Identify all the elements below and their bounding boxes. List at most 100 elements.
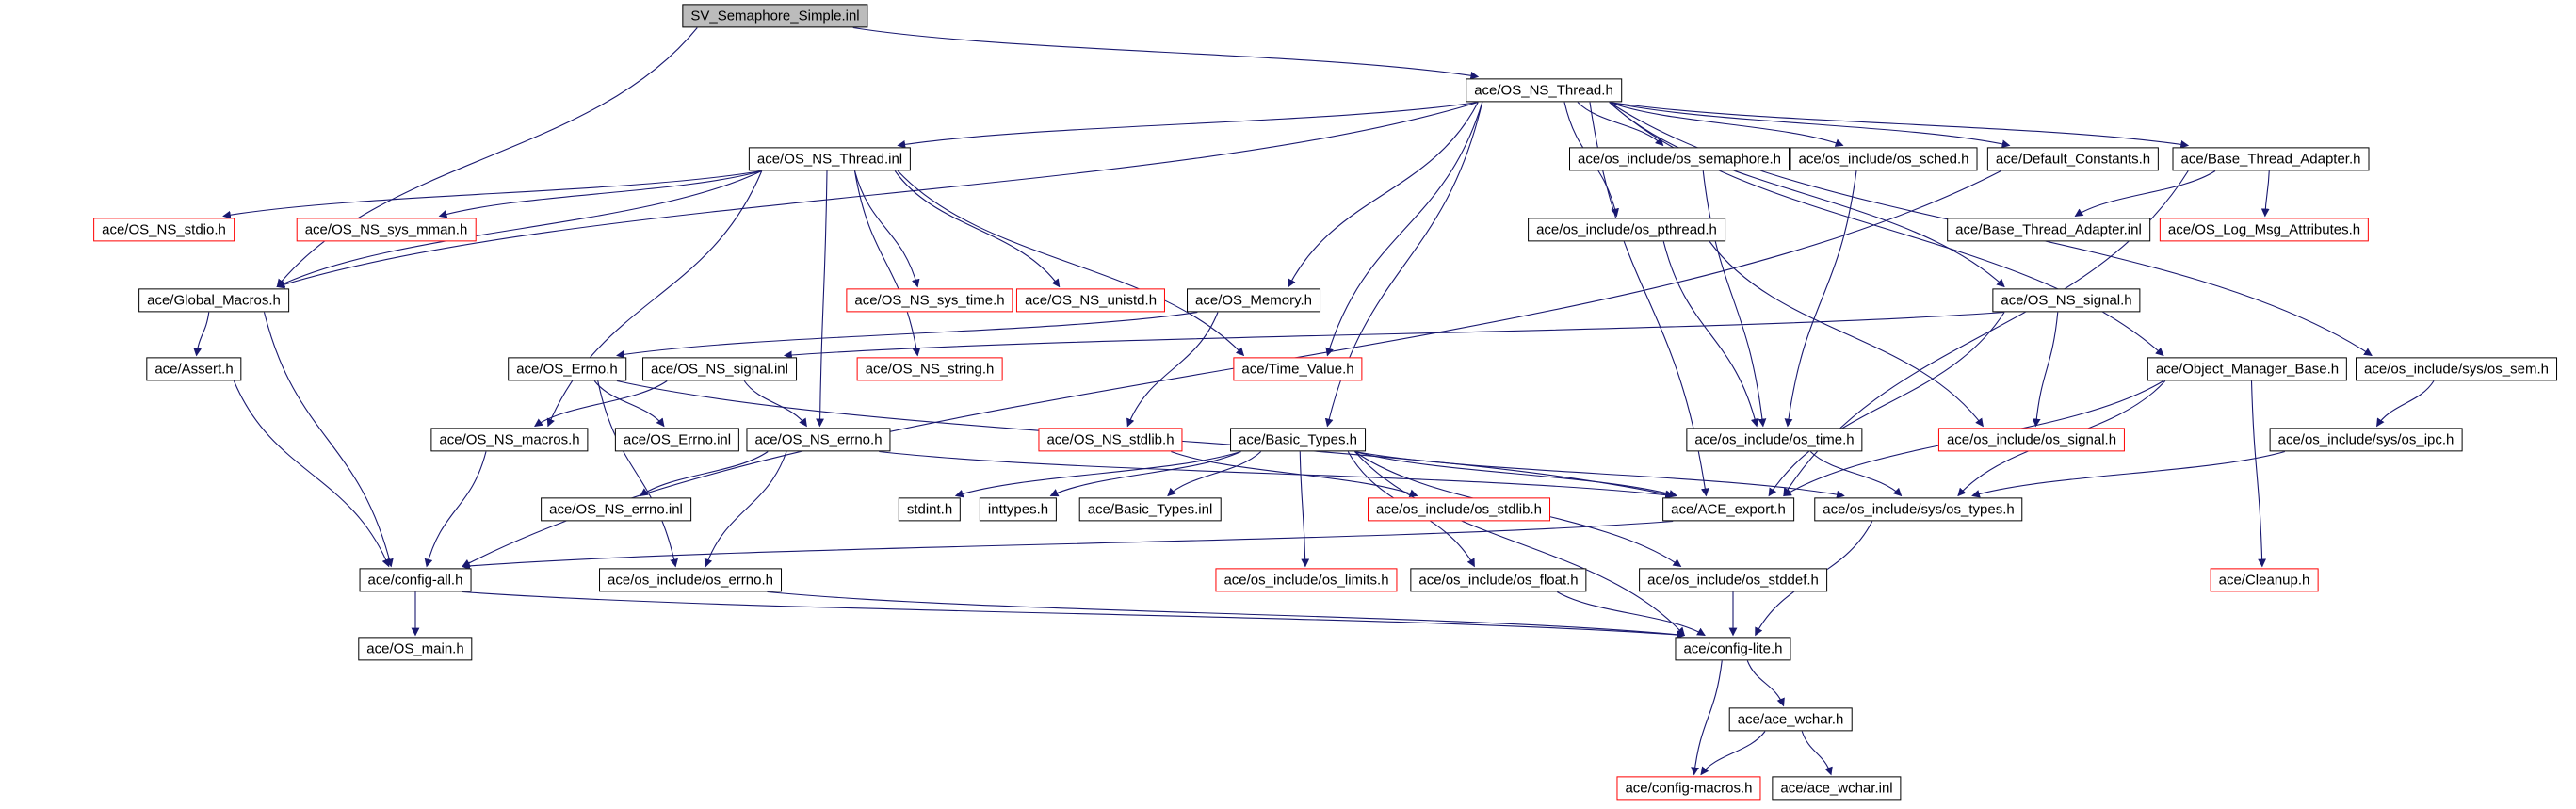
graph-node-os-errno-h[interactable]: ace/OS_Errno.h [508,357,626,381]
edge-os-ns-thread-h-to-default-constants-h [1609,101,2011,149]
edge-os-ns-macros-h-to-config-all-h [424,451,487,568]
edge-base-thread-adapter-h-to-os-log-msg-attributes-h [2260,170,2270,218]
graph-node-base-thread-adapter-h[interactable]: ace/Base_Thread_Adapter.h [2172,147,2370,171]
edge-basic-types-h-to-basic-types-inl [1167,451,1262,497]
edge-os-memory-h-to-os-errno-h [616,311,1198,359]
edge-basic-types-h-to-os-limits-h [1299,451,1310,568]
edge-os-ns-thread-inl-to-time-value-h [897,170,1245,357]
edge-basic-types-h-to-ace-export-h [1354,450,1678,498]
edge-base-thread-adapter-h-to-base-thread-adapter-inl [2074,170,2216,217]
graph-node-os-signal-h[interactable]: ace/os_include/os_signal.h [1937,428,2126,452]
graph-node-config-all-h[interactable]: ace/config-all.h [359,568,472,592]
edge-os-ns-signal-h-to-os-ns-signal-inl [784,311,2005,360]
graph-node-os-log-msg-attributes-h[interactable]: ace/OS_Log_Msg_Attributes.h [2159,218,2370,242]
graph-node-assert-h[interactable]: ace/Assert.h [146,357,242,381]
graph-node-os-stddef-h[interactable]: ace/os_include/os_stddef.h [1639,568,1827,592]
graph-node-object-manager-base-h[interactable]: ace/Object_Manager_Base.h [2147,357,2348,381]
graph-node-os-limits-h[interactable]: ace/os_include/os_limits.h [1215,568,1398,592]
graph-node-os-memory-h[interactable]: ace/OS_Memory.h [1187,288,1320,313]
graph-node-ace-wchar-h[interactable]: ace/ace_wchar.h [1728,707,1853,732]
graph-node-os-main-h[interactable]: ace/OS_main.h [358,637,473,661]
edge-global-macros-h-to-assert-h [193,312,210,357]
edge-os-ns-errno-h-to-os-include-os-errno-h [704,451,787,568]
edge-sv-semaphore-simple-inl-to-global-macros-h [276,27,698,288]
edge-basic-types-h-to-stdint-h [954,450,1241,498]
edge-assert-h-to-config-all-h [233,380,390,568]
graph-node-os-float-h[interactable]: ace/os_include/os_float.h [1410,568,1587,592]
graph-node-os-stdlib-h[interactable]: ace/os_include/os_stdlib.h [1368,497,1550,522]
graph-node-os-ns-signal-h[interactable]: ace/OS_NS_signal.h [1992,288,2141,313]
graph-node-cleanup-h[interactable]: ace/Cleanup.h [2210,568,2319,592]
edge-os-ns-errno-h-to-os-ns-errno-inl [640,451,769,497]
graph-node-sys-os-ipc-h[interactable]: ace/os_include/sys/os_ipc.h [2269,428,2463,452]
graph-node-sys-os-types-h[interactable]: ace/os_include/sys/os_types.h [1814,497,2023,522]
graph-node-config-macros-h[interactable]: ace/config-macros.h [1616,776,1761,801]
edge-os-ns-thread-h-to-global-macros-h [276,101,1479,289]
graph-node-ace-export-h[interactable]: ace/ACE_export.h [1662,497,1794,522]
edge-config-lite-h-to-ace-wchar-h [1746,660,1785,707]
graph-node-os-ns-string-h[interactable]: ace/OS_NS_string.h [856,357,1003,381]
edge-os-ns-signal-h-to-ace-export-h [1768,312,2005,497]
graph-node-basic-types-inl[interactable]: ace/Basic_Types.inl [1078,497,1222,522]
edge-ace-wchar-h-to-config-macros-h [1700,731,1766,776]
edge-os-include-os-errno-h-to-config-lite-h [767,591,1686,639]
graph-node-os-ns-unistd-h[interactable]: ace/OS_NS_unistd.h [1015,288,1166,313]
edge-sys-os-ipc-h-to-sys-os-types-h [1971,450,2286,498]
edge-os-semaphore-h-to-os-time-h [1702,170,1767,428]
graph-node-stdint-h[interactable]: stdint.h [898,497,962,522]
edge-os-ns-thread-h-to-os-sched-h [1609,101,1844,147]
edge-basic-types-h-to-config-lite-h [1354,451,1685,637]
edge-os-ns-thread-inl-to-os-ns-sys-mman-h [438,170,762,218]
edge-sv-semaphore-simple-inl-to-os-ns-thread-h [852,26,1480,80]
graph-node-os-ns-stdio-h[interactable]: ace/OS_NS_stdio.h [93,218,235,242]
graph-node-os-ns-sys-mman-h[interactable]: ace/OS_NS_sys_mman.h [296,218,477,242]
edge-global-macros-h-to-config-all-h [263,312,394,568]
graph-node-os-pthread-h[interactable]: ace/os_include/os_pthread.h [1528,218,1725,242]
edge-os-sched-h-to-os-time-h [1784,170,1857,428]
edge-os-ns-signal-inl-to-os-ns-errno-h [743,380,807,428]
edge-os-ns-thread-inl-to-os-ns-stdio-h [222,170,762,219]
edge-os-ns-thread-inl-to-os-ns-unistd-h [894,170,1061,288]
graph-node-os-ns-sys-time-h[interactable]: ace/OS_NS_sys_time.h [846,288,1013,313]
edge-os-ns-thread-inl-to-os-ns-string-h [853,170,921,357]
graph-node-base-thread-adapter-inl[interactable]: ace/Base_Thread_Adapter.inl [1947,218,2150,242]
graph-node-os-time-h[interactable]: ace/os_include/os_time.h [1686,428,1863,452]
edge-ace-wchar-h-to-ace-wchar-inl [1801,731,1833,776]
graph-node-sys-os-sem-h[interactable]: ace/os_include/sys/os_sem.h [2356,357,2557,381]
graph-node-os-semaphore-h[interactable]: ace/os_include/os_semaphore.h [1569,147,1790,171]
graph-node-os-sched-h[interactable]: ace/os_include/os_sched.h [1790,147,1978,171]
edge-os-errno-h-to-os-errno-inl [593,380,665,428]
graph-node-os-ns-stdlib-h[interactable]: ace/OS_NS_stdlib.h [1038,428,1183,452]
graph-node-os-ns-errno-h[interactable]: ace/OS_NS_errno.h [746,428,891,452]
edge-os-ns-thread-inl-to-os-ns-errno-h [816,170,828,428]
edge-os-ns-thread-h-to-time-value-h [1325,102,1483,357]
edge-os-time-h-to-sys-os-types-h [1809,451,1903,497]
edge-basic-types-h-to-sys-os-types-h [1354,450,1845,499]
edge-os-errno-h-to-os-include-os-errno-h [597,380,678,568]
graph-node-os-errno-inl[interactable]: ace/OS_Errno.inl [614,428,740,452]
graph-node-basic-types-h[interactable]: ace/Basic_Types.h [1230,428,1366,452]
edge-os-ns-signal-h-to-os-signal-h [2032,312,2059,428]
graph-node-global-macros-h[interactable]: ace/Global_Macros.h [138,288,289,313]
graph-node-ace-wchar-inl[interactable]: ace/ace_wchar.inl [1772,776,1902,801]
graph-node-sv-semaphore-simple-inl[interactable]: SV_Semaphore_Simple.inl [682,4,868,28]
graph-node-os-ns-thread-h[interactable]: ace/OS_NS_Thread.h [1466,78,1622,103]
edge-sys-os-sem-h-to-sys-os-ipc-h [2376,380,2435,428]
graph-node-os-include-os-errno-h[interactable]: ace/os_include/os_errno.h [599,568,782,592]
graph-node-os-ns-thread-inl[interactable]: ace/OS_NS_Thread.inl [748,147,912,171]
edge-os-pthread-h-to-os-time-h [1662,241,1759,428]
graph-node-inttypes-h[interactable]: inttypes.h [979,497,1058,522]
graph-node-config-lite-h[interactable]: ace/config-lite.h [1675,637,1791,661]
edge-config-all-h-to-config-lite-h [462,591,1686,639]
graph-node-os-ns-macros-h[interactable]: ace/OS_NS_macros.h [430,428,589,452]
graph-node-os-ns-signal-inl[interactable]: ace/OS_NS_signal.inl [642,357,797,381]
edge-os-ns-thread-h-to-os-memory-h [1288,102,1479,288]
graph-node-time-value-h[interactable]: ace/Time_Value.h [1233,357,1363,381]
edge-default-constants-h-to-config-all-h [462,170,2001,567]
edge-basic-types-h-to-inttypes-h [1049,451,1241,497]
edge-os-ns-thread-inl-to-global-macros-h [276,170,762,288]
graph-node-os-ns-errno-inl[interactable]: ace/OS_NS_errno.inl [541,497,691,522]
graph-node-default-constants-h[interactable]: ace/Default_Constants.h [1986,147,2160,171]
